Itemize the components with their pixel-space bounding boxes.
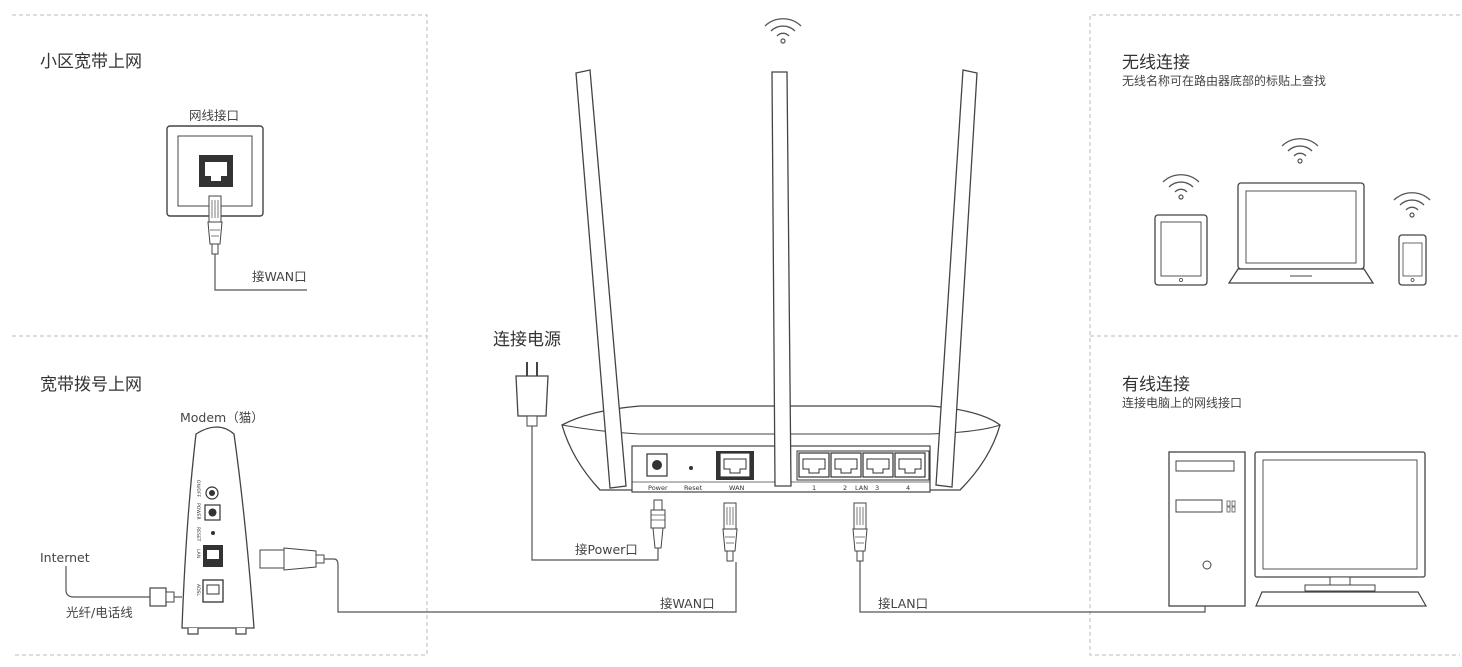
wired-subtitle: 连接电脑上的网线接口	[1122, 396, 1243, 410]
modem-lan-plug-icon	[259, 547, 325, 571]
modem-icon	[181, 426, 255, 635]
wired-title: 有线连接	[1122, 375, 1190, 395]
community-wan-cable-label: 接WAN口	[252, 269, 307, 284]
tablet-wifi-icon	[1162, 174, 1200, 200]
lan3-port-label: 3	[875, 484, 879, 492]
lan-cable-label: 接LAN口	[878, 596, 929, 611]
wan-port-label: WAN	[729, 484, 745, 492]
lan-port-label: LAN	[855, 484, 868, 492]
laptop-icon	[1227, 182, 1375, 284]
power-cable-label: 接Power口	[575, 542, 638, 557]
lan-to-pc-cable	[859, 561, 1206, 613]
lan2-port-label: 2	[843, 484, 847, 492]
reset-port-label: Reset	[684, 484, 703, 492]
power-adapter-icon	[515, 362, 549, 427]
connect-power-title: 连接电源	[493, 330, 561, 350]
laptop-wifi-icon	[1281, 138, 1319, 164]
power-plug-icon	[650, 499, 666, 549]
modem-port-labels: ON/OFF POWER RESET LAN ADSL	[195, 480, 201, 596]
phone-icon	[1398, 234, 1427, 286]
wireless-subtitle: 无线名称可在路由器底部的标贴上查找	[1122, 74, 1327, 88]
modem-lan-label: LAN	[195, 549, 201, 558]
wall-cable	[214, 254, 307, 291]
wan-plug-icon	[722, 502, 738, 562]
router-wifi-icon	[764, 18, 802, 44]
modem-reset-label: RESET	[195, 527, 201, 542]
modem-to-wan-cable	[324, 558, 737, 613]
modem-adsl-label: ADSL	[195, 584, 201, 596]
lan-plug-icon	[852, 502, 868, 562]
ethernet-plug-icon	[207, 195, 223, 255]
power-port-label: Power	[648, 484, 668, 492]
fiber-phone-line-label: 光纤/电话线	[66, 605, 133, 620]
router-port-labels: Power Reset WAN 1 2 LAN 3 4	[648, 484, 910, 492]
adsl-plug-icon	[149, 587, 175, 607]
dialup-broadband-title: 宽带拨号上网	[40, 375, 142, 395]
modem-power-label: POWER	[195, 503, 201, 520]
wireless-title: 无线连接	[1122, 53, 1190, 73]
internet-label: Internet	[40, 550, 90, 565]
desktop-tower-icon	[1168, 451, 1246, 607]
lan1-port-label: 1	[812, 484, 816, 492]
wan-cable-label: 接WAN口	[660, 596, 715, 611]
panel-borders	[12, 14, 1460, 656]
power-cable	[531, 426, 659, 561]
phone-wifi-icon	[1393, 192, 1431, 218]
lan4-port-label: 4	[906, 484, 910, 492]
wall-port-label: 网线接口	[189, 108, 240, 123]
desktop-monitor-icon	[1254, 451, 1428, 607]
router-antennas	[575, 69, 978, 489]
modem-onoff-label: ON/OFF	[195, 480, 201, 498]
tablet-icon	[1154, 214, 1208, 286]
community-broadband-title: 小区宽带上网	[40, 52, 142, 72]
internet-line	[65, 566, 150, 598]
modem-label: Modem（猫）	[180, 410, 264, 425]
